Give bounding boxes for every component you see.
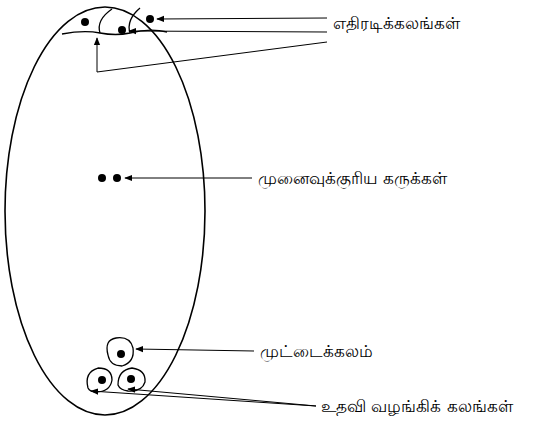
egg-cell-label: முட்டைக்கலம் bbox=[260, 340, 373, 362]
polar-nuclei-label: முனைவுக்குரிய கருக்கள் bbox=[258, 167, 447, 189]
embryo-sac-outline bbox=[5, 7, 205, 415]
antipodal-cells-label: எதிரடிக்கலங்கள் bbox=[333, 12, 460, 34]
polar-nucleus bbox=[98, 174, 106, 182]
antipodal-cells bbox=[62, 8, 167, 35]
egg-apparatus bbox=[87, 338, 145, 392]
polar-nucleus bbox=[113, 174, 121, 182]
synergids-label: உதவி வழங்கிக் கலங்கள் bbox=[321, 395, 513, 417]
